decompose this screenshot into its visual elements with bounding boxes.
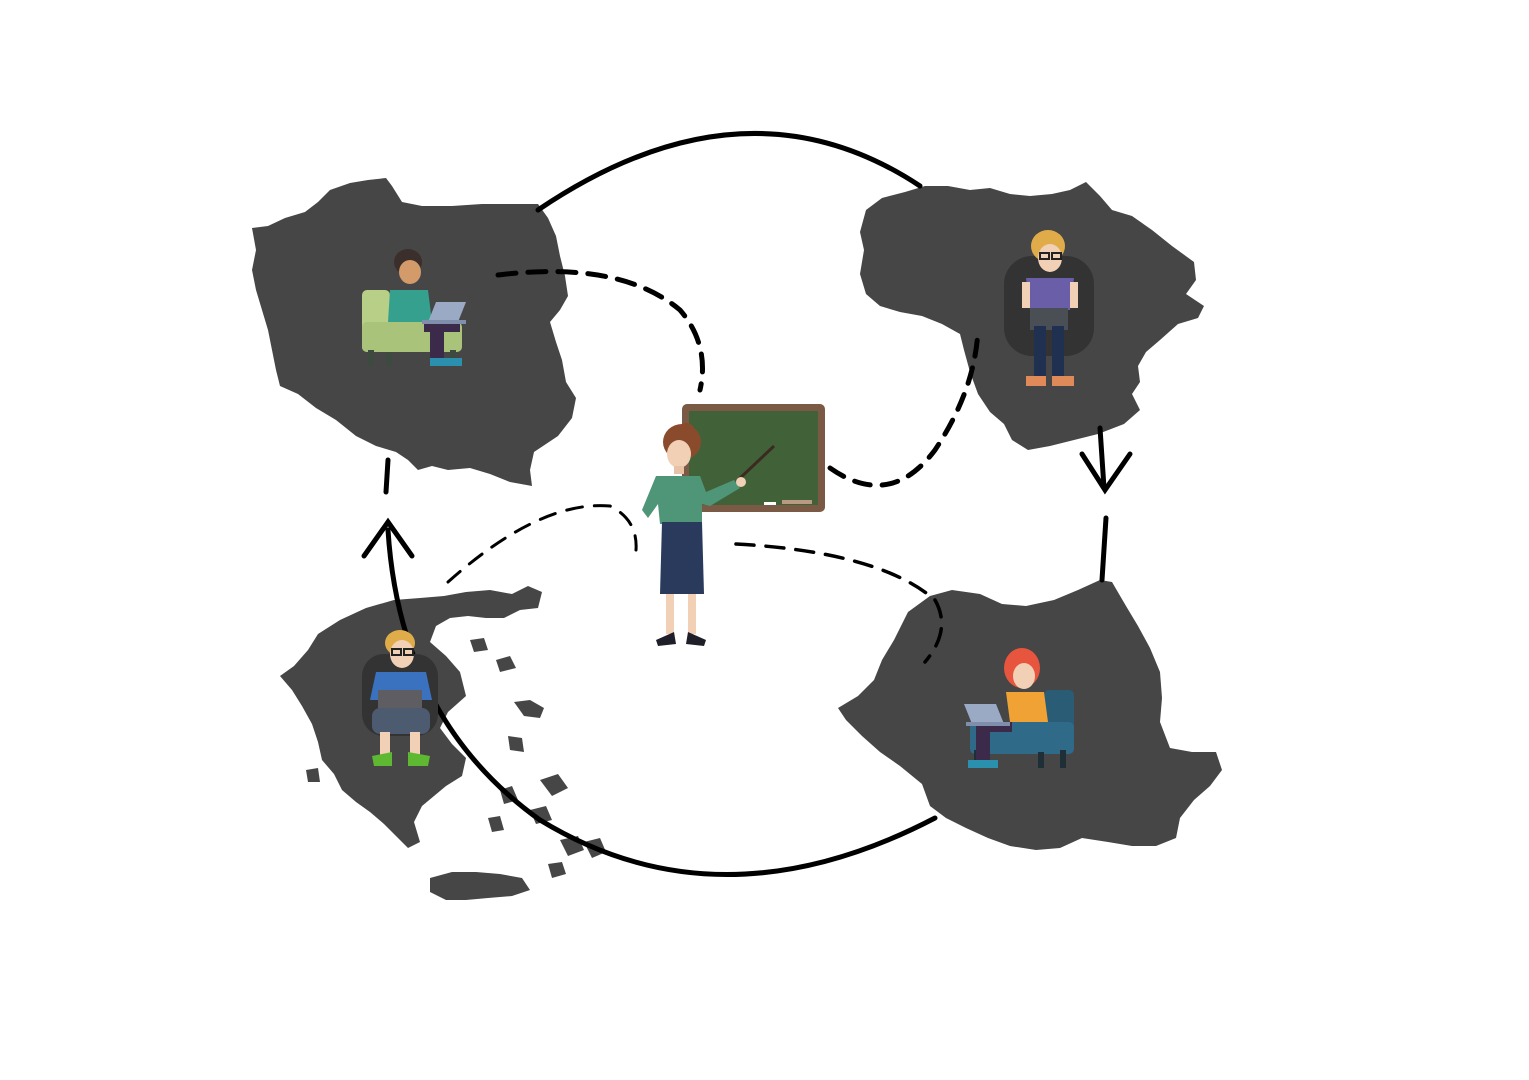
arrowhead-down-icon [1079,451,1133,495]
teacher-chalkboard-icon [642,404,825,646]
arc-romania-greece [537,815,938,877]
teacher-links [446,269,981,664]
arc-greece-poland [383,457,391,495]
dashed-link-romania [734,542,944,664]
map-greece-icon [280,586,606,900]
student-laptop-armchair-icon [362,249,466,366]
dashed-link-poland [495,269,705,393]
arrowhead-up-icon [361,517,415,559]
student-laptop-sofa-icon [964,648,1074,768]
teacher-face [667,440,691,468]
chalk-stick [764,502,776,505]
chalkboard-surface [689,411,818,505]
chalk-tray [782,500,812,504]
dashed-link-greece [446,504,638,584]
pointer-stick [736,444,776,482]
student-laptop-chair-icon [1004,230,1094,386]
arc-romania-return [1099,515,1109,583]
teacher-torso [642,476,740,524]
arc-poland-lithuania [535,131,923,213]
student-laptop-chair-icon [362,630,438,766]
arc-lithuania-romania [1097,425,1107,491]
dashed-link-lithuania [827,327,981,488]
teacher-skirt [660,522,704,594]
